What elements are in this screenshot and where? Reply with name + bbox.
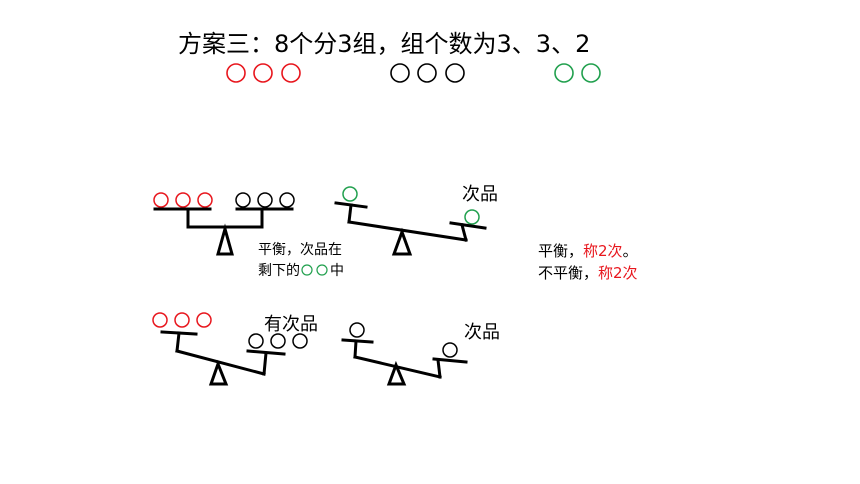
black-ball xyxy=(417,63,437,83)
green-ball xyxy=(342,186,358,202)
note-left-prefix: 剩下的 xyxy=(258,263,300,279)
red-ball xyxy=(197,192,213,208)
black-ball xyxy=(279,192,295,208)
defect-label: 次品 xyxy=(464,322,500,343)
red-ball xyxy=(175,192,191,208)
black-ball xyxy=(292,333,308,349)
black-ball xyxy=(270,333,286,349)
black-ball xyxy=(248,333,264,349)
green-ball xyxy=(464,209,480,225)
scale-balanced xyxy=(153,192,295,256)
red-ball xyxy=(281,63,301,83)
red-ball xyxy=(174,312,190,328)
group-red-circles xyxy=(226,63,301,83)
note-right-suffix: 。 xyxy=(622,242,638,260)
note-right-line2: 不平衡，称2次 xyxy=(538,262,638,284)
black-ball xyxy=(257,192,273,208)
red-ball xyxy=(153,192,169,208)
fulcrum xyxy=(391,227,413,256)
note-right-highlight: 称2次 xyxy=(583,242,623,260)
green-ball xyxy=(581,63,601,83)
red-ball xyxy=(226,63,246,83)
fulcrum xyxy=(208,359,229,386)
scale-red-black-tilted xyxy=(152,312,308,386)
defect-label: 次品 xyxy=(462,184,498,205)
black-ball xyxy=(442,342,458,358)
note-right-prefix: 不平衡， xyxy=(538,264,599,282)
page-title: 方案三：8个分3组，组个数为3、3、2 xyxy=(178,30,591,58)
red-ball xyxy=(253,63,273,83)
group-black-circles xyxy=(390,63,465,83)
black-ball xyxy=(349,322,365,338)
black-ball xyxy=(390,63,410,83)
note-left: 平衡，次品在 剩下的 中 xyxy=(258,240,344,282)
green-ball xyxy=(554,63,574,83)
scale-green-tilted xyxy=(334,186,487,256)
note-right-line1: 平衡，称2次。 xyxy=(538,240,638,262)
note-right-prefix: 平衡， xyxy=(538,242,584,260)
fulcrum xyxy=(216,223,234,256)
note-left-line1: 平衡，次品在 xyxy=(258,242,342,258)
red-ball xyxy=(152,312,168,328)
green-balls-icon xyxy=(301,264,328,276)
note-left-suffix: 中 xyxy=(330,263,344,279)
note-left-line2: 剩下的 中 xyxy=(258,261,344,282)
note-right-highlight: 称2次 xyxy=(598,264,638,282)
note-right: 平衡，称2次。 不平衡，称2次 xyxy=(538,240,638,284)
black-ball xyxy=(445,63,465,83)
scale-black-black-tilted xyxy=(341,322,468,386)
red-ball xyxy=(196,312,212,328)
group-green-circles xyxy=(554,63,601,83)
defect-label: 有次品 xyxy=(264,314,318,335)
fulcrum xyxy=(386,360,407,386)
black-ball xyxy=(235,192,251,208)
